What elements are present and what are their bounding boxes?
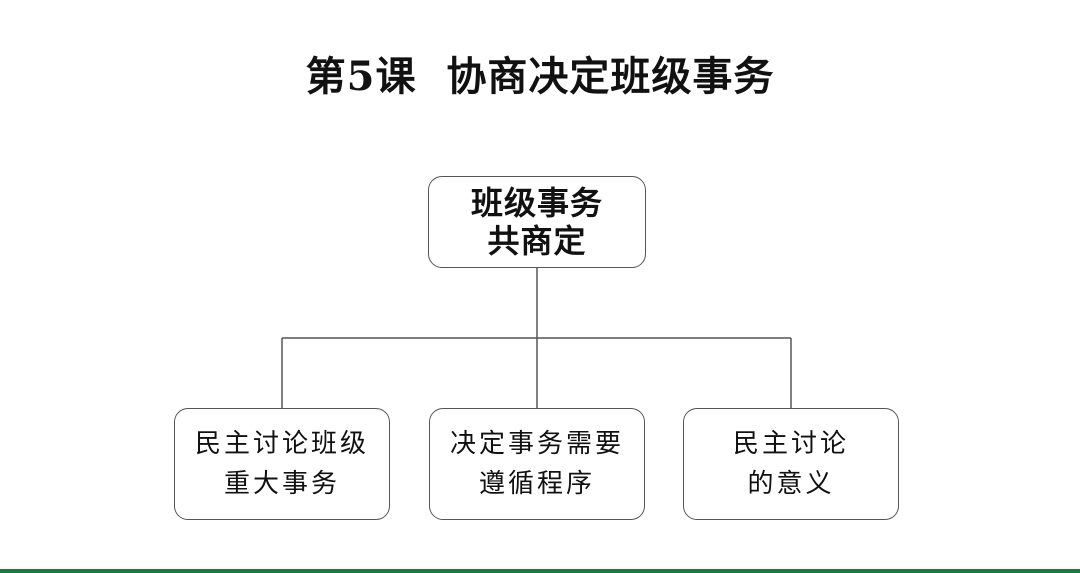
child-node-line2: 的意义: [747, 469, 835, 499]
child-node-democratic-discussion-major-affairs: 民主讨论班级 重大事务: [174, 408, 390, 520]
bottom-accent-bar: [0, 569, 1080, 573]
child-node-line1: 民主讨论班级: [194, 428, 369, 459]
root-node: 班级事务 共商定: [428, 176, 646, 268]
child-node-significance: 民主讨论 的意义: [683, 408, 899, 520]
child-node-line1: 决定事务需要: [449, 428, 624, 459]
slide-title: 第5课 协商决定班级事务: [305, 53, 775, 100]
root-node-line1: 班级事务: [470, 183, 603, 222]
child-node-follow-procedure: 决定事务需要 遵循程序: [429, 408, 645, 520]
child-node-line1: 民主讨论: [732, 428, 849, 459]
child-node-line2: 重大事务: [223, 469, 340, 499]
child-node-line2: 遵循程序: [478, 469, 595, 499]
root-node-line2: 共商定: [487, 222, 587, 260]
